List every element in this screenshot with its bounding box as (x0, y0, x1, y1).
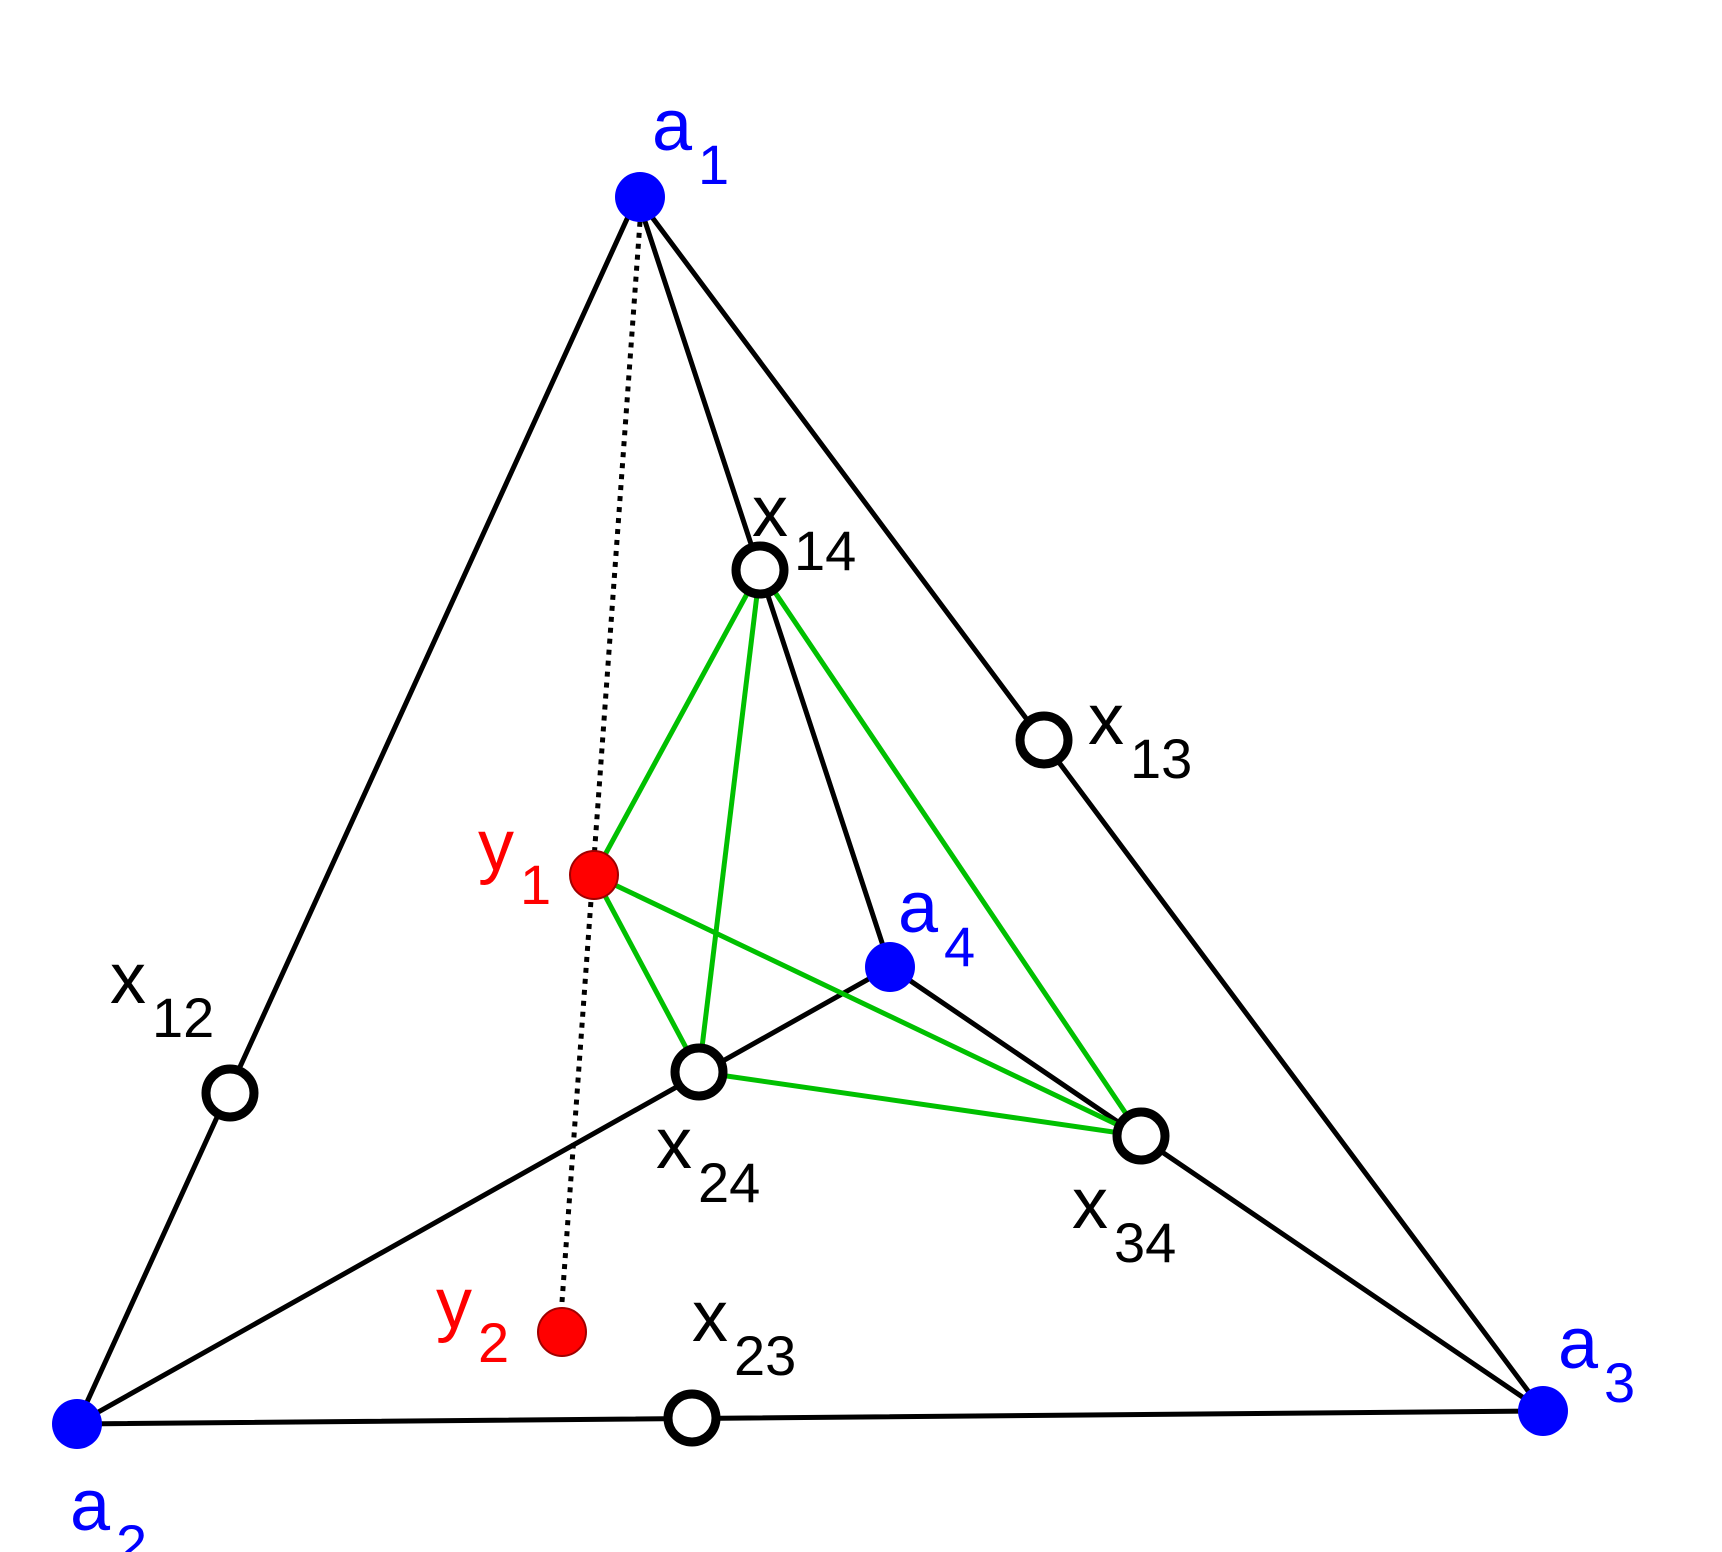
dotted-line-y2-a1 (559, 207, 644, 1303)
point-y2-marker (537, 1307, 587, 1357)
edge-a1-a3 (634, 194, 1546, 1414)
green-edge-x14-x24 (696, 569, 763, 1073)
green-edge-x14-x34 (757, 568, 1144, 1138)
vertex-a3-marker (1518, 1386, 1568, 1436)
green-edge-y1-x34 (592, 872, 1143, 1139)
midpoint-x12-marker (201, 1064, 259, 1122)
edge-a3-a4 (887, 964, 1546, 1414)
midpoint-x23-marker (663, 1389, 721, 1447)
edge-a2-a4 (74, 964, 893, 1427)
green-edge-y1-x24 (591, 873, 702, 1074)
midpoint-markers (201, 541, 1170, 1447)
midpoint-x34-marker (1112, 1107, 1170, 1165)
tetrahedron-edges (74, 194, 1546, 1427)
edge-a2-a3 (74, 1408, 1546, 1427)
point-y1-marker (569, 850, 619, 900)
midpoint-x13-marker (1015, 711, 1073, 769)
midpoint-x14-marker (731, 541, 789, 599)
vertex-a1-marker (615, 172, 665, 222)
vertex-markers (52, 172, 1568, 1449)
green-edge-y1-x14 (591, 568, 763, 877)
vertex-a2-marker (52, 1399, 102, 1449)
midpoint-x24-marker (670, 1043, 728, 1101)
red-point-markers (537, 850, 619, 1357)
green-edges (591, 568, 1144, 1139)
vertex-a4-marker (865, 942, 915, 992)
green-edge-x24-x34 (698, 1069, 1142, 1139)
edge-a1-a2 (74, 194, 640, 1427)
